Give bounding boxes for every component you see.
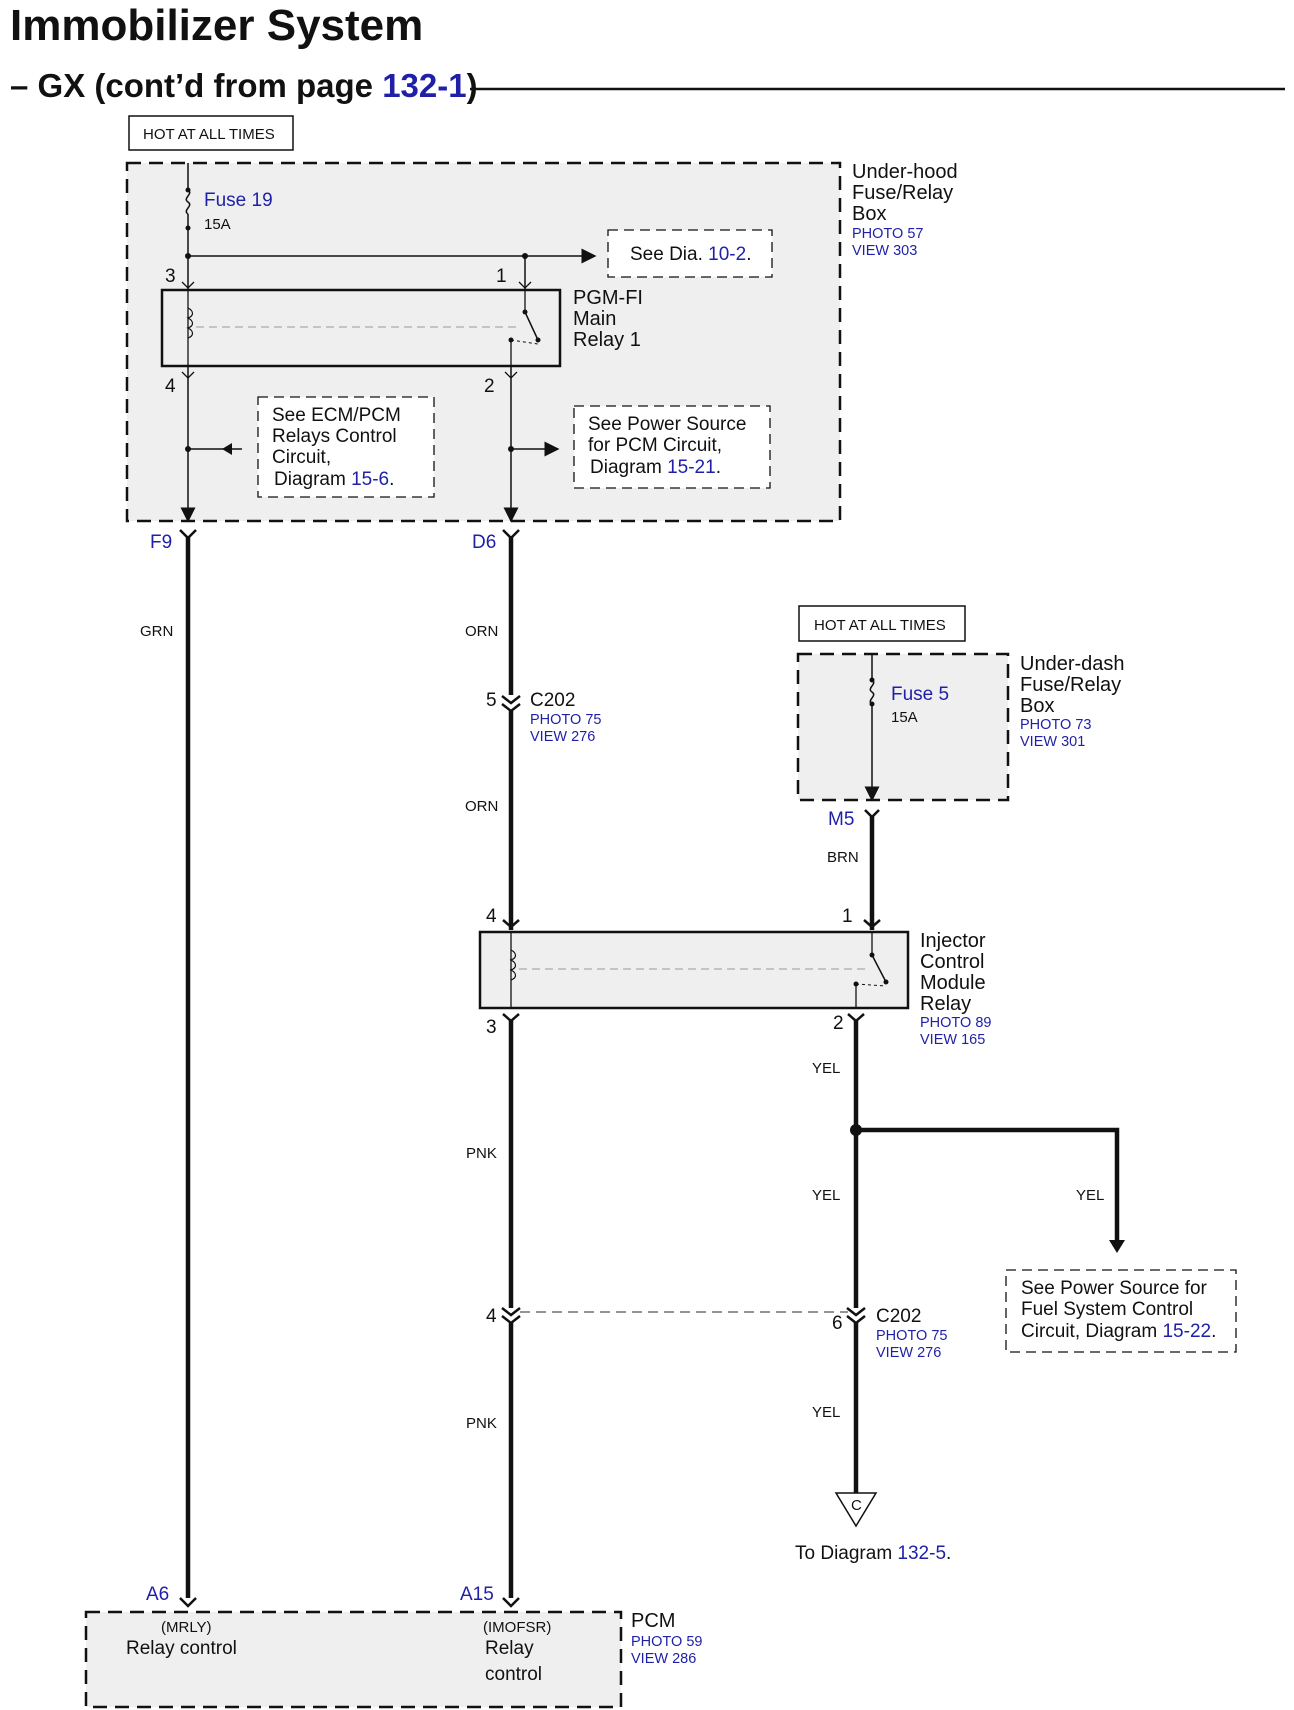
underhood-box-view[interactable]: VIEW 303 <box>852 243 917 259</box>
pcm-imofsr-signal: (IMOFSR) <box>483 1619 551 1636</box>
see-ecm-pcm-label: See ECM/PCM Relays Control Circuit, Diag… <box>272 405 406 490</box>
orn-wire-label-bottom: ORN <box>465 798 498 815</box>
yel-branch-wire[interactable] <box>856 1127 1120 1240</box>
c202-bottom-right-connector-icon <box>846 1307 866 1325</box>
page-title: Immobilizer System <box>10 1 423 50</box>
injector-relay-switch-icon <box>871 954 887 983</box>
terminal-a15: A15 <box>460 1584 494 1605</box>
grn-wire-label: GRN <box>140 623 173 640</box>
relay1-pin-4: 4 <box>165 376 176 397</box>
relay1-coil-icon <box>186 307 194 339</box>
injector-relay-view[interactable]: VIEW 165 <box>920 1032 985 1048</box>
relay1-pin-1: 1 <box>496 266 507 287</box>
hot-at-all-times-label-box-2 <box>798 605 966 642</box>
underhood-box-photo[interactable]: PHOTO 57 <box>852 226 923 242</box>
underdash-box-photo[interactable]: PHOTO 73 <box>1020 717 1091 733</box>
see-power-fuel-box <box>1005 1269 1237 1353</box>
relay1-pin-2: 2 <box>484 376 495 397</box>
page-subtitle: – GX (cont’d from page 132-1) <box>10 67 478 104</box>
injector-relay-pin-1: 1 <box>842 906 853 927</box>
yel-branch-arrow <box>1109 1240 1125 1253</box>
c202-bottom-photo[interactable]: PHOTO 75 <box>876 1328 947 1344</box>
hot-at-all-times-label: HOT AT ALL TIMES <box>143 126 275 143</box>
hot-at-all-times-label-2: HOT AT ALL TIMES <box>814 617 946 634</box>
fuse5-icon <box>869 679 875 705</box>
see-dia-10-2-label: See Dia. 10-2. <box>630 244 751 265</box>
diagram-15-22-link[interactable]: 15-22 <box>1162 1321 1211 1342</box>
see-power-pcm-box <box>573 405 771 489</box>
fuse19-icon <box>185 189 191 215</box>
off-page-connector-c[interactable] <box>834 1492 878 1528</box>
yel-wire-label-3: YEL <box>812 1404 840 1421</box>
diagram-15-6-link[interactable]: 15-6 <box>351 469 389 490</box>
c202-top-photo[interactable]: PHOTO 75 <box>530 712 601 728</box>
terminal-d6: D6 <box>472 532 496 553</box>
injector-control-module-relay <box>478 930 910 1010</box>
c202-bottom-left-connector-icon <box>501 1307 521 1325</box>
pnk-wire-label-top: PNK <box>466 1145 497 1162</box>
pgm-fi-relay-name: PGM-FI Main Relay 1 <box>573 287 649 351</box>
to-diagram-label: To Diagram 132-5. <box>795 1543 951 1564</box>
orn-wire-label-top: ORN <box>465 623 498 640</box>
terminal-a6: A6 <box>146 1584 169 1605</box>
hot-at-all-times-label-box <box>128 115 294 151</box>
see-dia-10-2-link[interactable]: 10-2 <box>708 244 746 265</box>
see-dia-10-2-box <box>607 229 773 278</box>
pcm-relay-control-left: Relay control <box>126 1638 237 1659</box>
c202-bottom-pin-6: 6 <box>832 1313 843 1334</box>
fuse5-name[interactable]: Fuse 5 <box>891 684 949 705</box>
fuse5-rating: 15A <box>891 709 918 726</box>
pcm-view[interactable]: VIEW 286 <box>631 1651 696 1667</box>
underhood-box-name: Under-hood Fuse/Relay Box <box>852 161 963 225</box>
c202-top-pin: 5 <box>486 690 497 711</box>
fuse19-name[interactable]: Fuse 19 <box>204 190 273 211</box>
c202-bottom-view[interactable]: VIEW 276 <box>876 1345 941 1361</box>
injector-relay-pin-2: 2 <box>833 1013 844 1034</box>
yel-branch-label: YEL <box>1076 1187 1104 1204</box>
yel-wire-label-2: YEL <box>812 1187 840 1204</box>
diagram-132-5-link[interactable]: 132-5 <box>897 1543 946 1564</box>
pcm-mrly-signal: (MRLY) <box>161 1619 212 1636</box>
brn-wire-label: BRN <box>827 849 859 866</box>
off-page-connector-letter: C <box>851 1497 862 1514</box>
injector-relay-name: Injector Control Module Relay <box>920 930 991 1015</box>
terminal-f9: F9 <box>150 532 172 553</box>
pcm-box <box>84 1610 623 1709</box>
see-ecm-pcm-box <box>257 396 435 498</box>
yel-wire-label-1: YEL <box>812 1060 840 1077</box>
c202-bottom-pin-4: 4 <box>486 1306 497 1327</box>
underdash-box-view[interactable]: VIEW 301 <box>1020 734 1085 750</box>
injector-relay-photo[interactable]: PHOTO 89 <box>920 1015 991 1031</box>
see-power-fuel-label: See Power Source for Fuel System Control… <box>1021 1278 1216 1342</box>
relay1-pin-3: 3 <box>165 266 176 287</box>
terminal-m5: M5 <box>828 809 854 830</box>
relay1-switch-icon <box>524 311 539 341</box>
pcm-photo[interactable]: PHOTO 59 <box>631 1634 702 1650</box>
c202-top-name: C202 <box>530 690 575 711</box>
c202-top-view[interactable]: VIEW 276 <box>530 729 595 745</box>
pnk-wire-label-bottom: PNK <box>466 1415 497 1432</box>
injector-relay-pin-4: 4 <box>486 906 497 927</box>
c202-bottom-name: C202 <box>876 1306 921 1327</box>
c202-top-connector-icon <box>501 695 521 713</box>
page-link[interactable]: 132-1 <box>382 67 466 104</box>
underdash-box-name: Under-dash Fuse/Relay Box <box>1020 653 1130 717</box>
injector-relay-coil-icon <box>509 949 517 981</box>
fuse19-rating: 15A <box>204 216 231 233</box>
pcm-name: PCM <box>631 1610 675 1632</box>
injector-relay-pin-3: 3 <box>486 1017 497 1038</box>
underdash-fuse-relay-box <box>796 652 1010 802</box>
see-power-pcm-label: See Power Source for PCM Circuit, Diagra… <box>588 414 752 478</box>
diagram-15-21-link[interactable]: 15-21 <box>667 457 716 478</box>
pgm-fi-main-relay-1 <box>160 288 562 368</box>
pcm-relay-control-right: Relay control <box>485 1638 542 1685</box>
